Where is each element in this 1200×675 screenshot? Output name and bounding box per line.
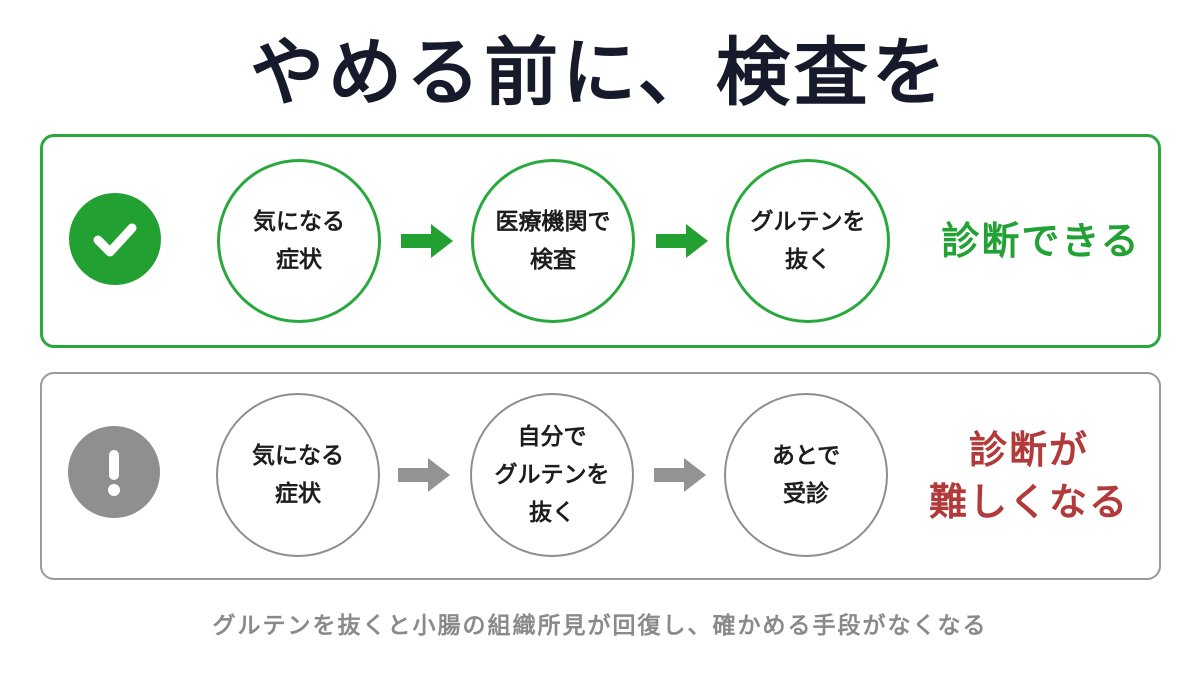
step-text: グルテンを bbox=[494, 462, 610, 488]
outcome-diagnosable: 診断できる bbox=[941, 219, 1141, 263]
step-text: 医療機関で bbox=[495, 209, 611, 235]
step-visit-later: あとで 受診 bbox=[724, 393, 888, 557]
step-medical-exam: 医療機関で 検査 bbox=[471, 159, 635, 323]
footnote: グルテンを抜くと小腸の組織所見が回復し、確かめる手段がなくなる bbox=[212, 613, 988, 639]
recommended-flow-panel: 気になる 症状 医療機関で 検査 グルテンを 抜く 診断できる bbox=[40, 134, 1161, 348]
step-text: 抜く bbox=[529, 500, 575, 526]
exclamation-icon bbox=[68, 426, 160, 518]
page-title: やめる前に、検査を bbox=[250, 30, 950, 116]
step-text: 気になる bbox=[252, 443, 344, 469]
step-text: グルテンを bbox=[750, 209, 866, 235]
step-text: 症状 bbox=[276, 247, 322, 273]
step-text: 自分で bbox=[517, 424, 587, 450]
arrow-right-icon bbox=[656, 224, 708, 258]
step-text: 検査 bbox=[530, 247, 576, 273]
step-text: 受診 bbox=[783, 481, 829, 507]
arrow-right-icon bbox=[401, 224, 453, 258]
step-symptoms: 気になる 症状 bbox=[216, 393, 380, 557]
outcome-text: 難しくなる bbox=[928, 480, 1129, 524]
check-icon bbox=[69, 193, 161, 285]
arrow-right-icon bbox=[398, 458, 450, 492]
step-remove-gluten: グルテンを 抜く bbox=[726, 159, 890, 323]
step-self-remove-gluten: 自分で グルテンを 抜く bbox=[470, 393, 634, 557]
step-symptoms: 気になる 症状 bbox=[217, 159, 381, 323]
step-text: あとで bbox=[771, 443, 841, 469]
step-text: 抜く bbox=[785, 247, 831, 273]
arrow-right-icon bbox=[654, 458, 706, 492]
discouraged-flow-panel: 気になる 症状 自分で グルテンを 抜く あとで 受診 診断が 難しくなる bbox=[40, 372, 1161, 580]
outcome-difficult-diagnosis: 診断が 難しくなる bbox=[924, 424, 1134, 528]
outcome-text: 診断が bbox=[968, 428, 1089, 472]
step-text: 気になる bbox=[253, 209, 345, 235]
step-text: 症状 bbox=[275, 481, 321, 507]
